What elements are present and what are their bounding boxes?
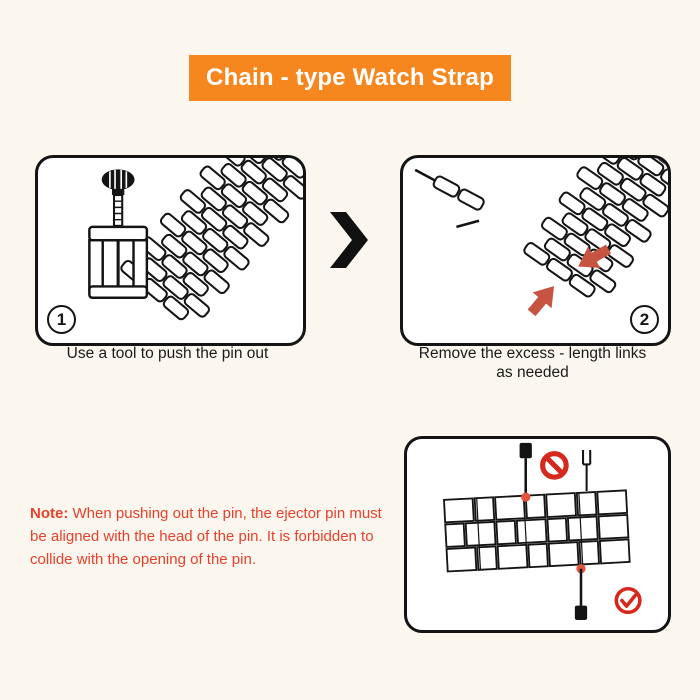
checkmark-icon — [614, 586, 642, 615]
step1-illustration — [88, 158, 303, 322]
step1-panel: 1 — [35, 155, 306, 346]
alignment-illustration — [443, 442, 642, 620]
step-1-badge: 1 — [47, 305, 76, 334]
ejector-pin-top — [519, 442, 532, 502]
step1-caption: Use a tool to push the pin out — [66, 345, 269, 362]
band-schematic — [443, 489, 631, 573]
step-2-number: 2 — [639, 310, 650, 329]
step2-caption: Remove the excess - length links as need… — [400, 345, 665, 383]
pin-removal-tool — [88, 169, 149, 299]
spring-bar-fork — [582, 450, 592, 491]
prohibition-icon — [540, 451, 569, 480]
chevron-right-icon — [330, 212, 368, 268]
removed-link — [414, 168, 485, 211]
note-text: Note: When pushing out the pin, the ejec… — [30, 503, 382, 572]
step-1-number: 1 — [56, 310, 67, 329]
step2-illustration — [414, 158, 668, 321]
step2-panel: 2 — [400, 155, 671, 346]
step-2-badge: 2 — [630, 305, 659, 334]
alignment-detail-panel — [404, 436, 671, 633]
watch-band-links — [521, 158, 668, 300]
step2-caption-line1: Remove the excess - length links — [418, 345, 647, 362]
note-body: When pushing out the pin, the ejector pi… — [30, 505, 382, 568]
note-label: Note: — [30, 505, 69, 522]
page-title: Chain - type Watch Strap — [189, 55, 511, 101]
pin-bottom — [574, 564, 588, 620]
step2-caption-line2: as needed — [496, 363, 569, 381]
loose-pin — [456, 219, 480, 229]
